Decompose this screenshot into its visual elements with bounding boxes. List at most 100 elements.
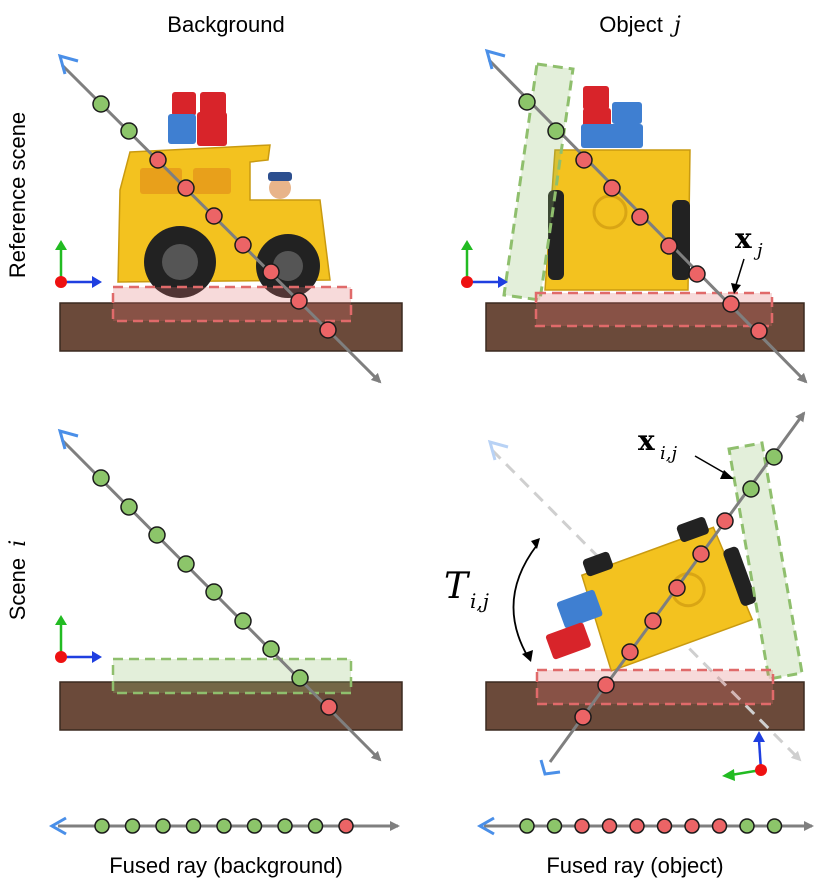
row-header-scene-i: Scene i (5, 540, 31, 621)
ground-slab (59, 681, 403, 731)
camera-icon (484, 48, 506, 70)
label-transform: T i,j (444, 538, 540, 662)
fused-sample-point (185, 818, 202, 834)
sample-point (291, 669, 309, 687)
fused-sample-point (277, 818, 293, 834)
block-red (545, 622, 591, 660)
sample-point (205, 583, 223, 601)
world-axes (55, 615, 102, 663)
sample-point (120, 498, 138, 516)
sample-point (177, 179, 195, 197)
sample-point (262, 640, 280, 658)
sample-point (319, 321, 337, 339)
fused-sample-point (711, 818, 728, 834)
sample-point (575, 151, 593, 169)
sample-point (234, 236, 252, 254)
fused-sample-point (574, 818, 590, 834)
fused-sample-point (519, 818, 535, 834)
sample-point (660, 237, 678, 255)
sample-point (262, 263, 280, 281)
toy-truck-side (117, 92, 331, 298)
ray-samples (518, 93, 768, 340)
fused-sample-point (246, 818, 263, 834)
fused-sample-point (216, 818, 232, 834)
sample-point (205, 207, 223, 225)
sample-point (177, 555, 195, 573)
sample-point (547, 122, 565, 140)
sample-point (148, 526, 166, 544)
fused-sample-point (684, 818, 700, 834)
sample-point (621, 643, 639, 661)
ray-samples (92, 469, 338, 716)
sample-point (290, 292, 308, 310)
ground-slab (485, 681, 805, 731)
panel-object-reference: x j (461, 48, 808, 384)
ground-slab (59, 302, 403, 352)
svg-text:x: x (735, 222, 752, 255)
panel-object-scene-i: x i,j T i,j (444, 411, 806, 781)
object-axes-rotated (722, 731, 767, 781)
background-bounding-box (535, 668, 775, 706)
sample-point (750, 322, 768, 340)
sample-point (722, 295, 740, 313)
sample-point (765, 448, 783, 466)
camera-icon (539, 759, 561, 776)
sample-point (92, 469, 110, 487)
caption-fused-background: Fused ray (background) (109, 853, 343, 878)
row-header-reference-scene: Reference scene (5, 112, 30, 278)
fused-sample-point (338, 818, 354, 834)
object-bounding-box (727, 441, 804, 681)
sample-point (92, 95, 110, 113)
fused-ray-object: Fused ray (object) (476, 816, 814, 878)
sample-point (597, 676, 615, 694)
camera-icon (57, 53, 79, 75)
fused-sample-point (94, 818, 110, 834)
fused-sample-point (546, 818, 563, 834)
camera-icon-faded (487, 439, 509, 461)
column-header-background: Background (167, 12, 284, 37)
sample-point (120, 122, 138, 140)
svg-text:i,j: i,j (660, 443, 677, 464)
label-xj: x j (731, 222, 763, 294)
rotation-arrow (512, 544, 538, 658)
fused-ray-background: Fused ray (background) (48, 816, 400, 878)
fused-sample-point (307, 818, 324, 834)
sample-point (742, 480, 760, 498)
fused-sample-point (155, 818, 171, 834)
sample-point (149, 151, 167, 169)
fused-samples (94, 818, 354, 834)
caption-fused-object: Fused ray (object) (546, 853, 723, 878)
object-bounding-box (111, 657, 353, 695)
svg-text:j: j (753, 240, 763, 261)
ray-samples (574, 448, 783, 726)
sample-point (320, 698, 338, 716)
panel-background-scene-i (55, 428, 403, 762)
fused-sample-point (739, 818, 755, 834)
svg-text:T: T (444, 566, 471, 607)
block-blue (556, 589, 603, 629)
sample-point (603, 179, 621, 197)
panel-background-reference (55, 53, 403, 384)
ray-samples (92, 95, 337, 339)
sample-point (716, 512, 734, 530)
fused-sample-point (766, 818, 783, 834)
toy-truck-rotated (580, 517, 757, 672)
fused-sample-point (629, 818, 645, 834)
sample-point (518, 93, 536, 111)
sample-point (631, 208, 649, 226)
fused-sample-point (124, 818, 141, 834)
sample-point (688, 265, 706, 283)
svg-text:x: x (638, 424, 655, 457)
svg-text:i,j: i,j (470, 589, 489, 613)
camera-icon (48, 816, 67, 836)
sample-point (692, 545, 710, 563)
fused-sample-point (656, 818, 673, 834)
column-header-object: Object j (599, 12, 681, 38)
sample-point (234, 612, 252, 630)
sample-point (644, 612, 662, 630)
sample-point (668, 579, 686, 597)
fused-samples (519, 818, 783, 834)
fused-sample-point (601, 818, 618, 834)
camera-icon (476, 816, 495, 836)
